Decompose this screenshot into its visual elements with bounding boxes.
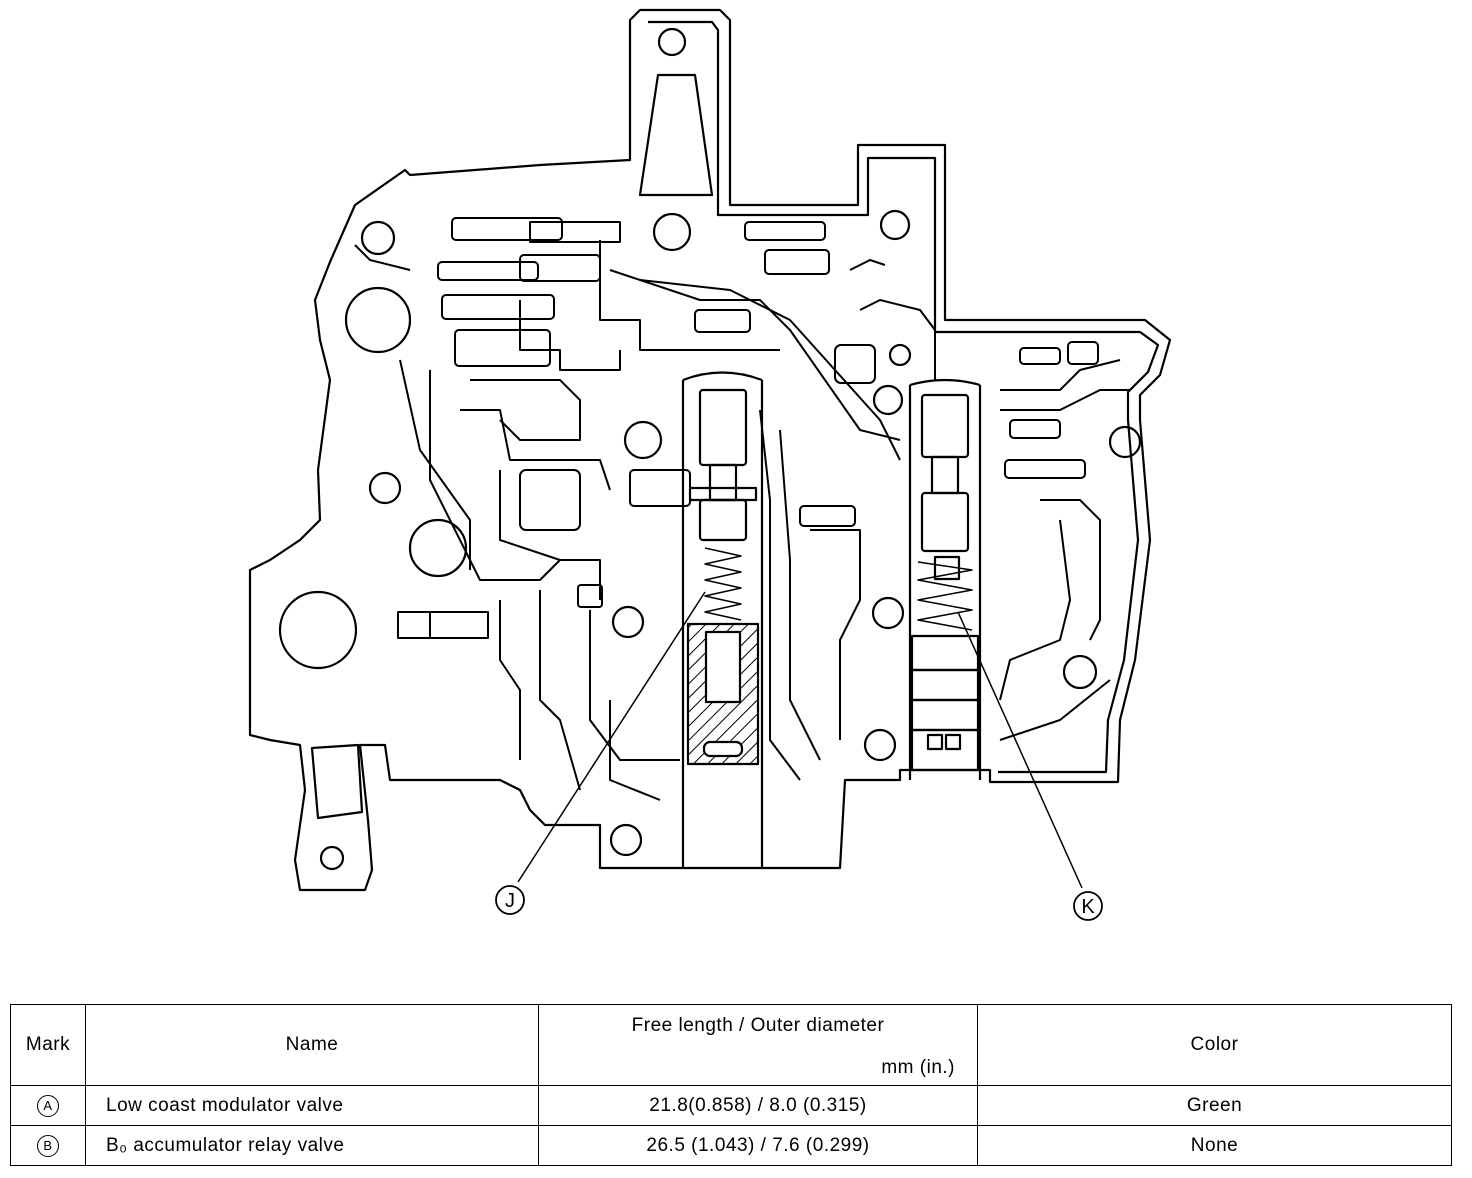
callout-k-label: K (1081, 896, 1095, 918)
row-name: Low coast modulator valve (85, 1085, 539, 1126)
row-color: Green (977, 1085, 1452, 1126)
callout-j-label: J (505, 890, 515, 912)
callout-j-leader (517, 591, 706, 883)
header-free-length: Free length / Outer diameter mm (in.) (538, 1004, 978, 1086)
valve-k-bore (908, 378, 982, 780)
mark-symbol: B (37, 1135, 59, 1157)
row-free-length: 26.5 (1.043) / 7.6 (0.299) (538, 1125, 978, 1166)
mark-symbol: A (37, 1095, 59, 1117)
table-header-row: Mark Name Free length / Outer diameter m… (10, 1004, 1452, 1086)
callout-k: K (1073, 891, 1103, 921)
top-arm-slot (638, 73, 714, 197)
table-row: B B₀ accumulator relay valve 26.5 (1.043… (10, 1125, 1452, 1166)
valve-body-diagram: J K (248, 8, 1172, 921)
row-name: B₀ accumulator relay valve (85, 1125, 539, 1166)
valve-body-inner-outline (648, 20, 1160, 774)
row-mark: B (10, 1125, 86, 1166)
bolt-holes (278, 27, 1142, 871)
callout-k-leader (957, 611, 1083, 889)
row-color: None (977, 1125, 1452, 1166)
callout-j: J (495, 885, 525, 915)
header-free-length-unit: mm (in.) (881, 1057, 955, 1078)
row-mark: A (10, 1085, 86, 1126)
table-row: A Low coast modulator valve 21.8(0.858) … (10, 1085, 1452, 1126)
header-color: Color (977, 1004, 1452, 1086)
fluid-passages (354, 217, 1130, 801)
valve-body-outline (248, 8, 1172, 892)
header-name: Name (85, 1004, 539, 1086)
spring-k (917, 561, 973, 631)
header-free-length-line1: Free length / Outer diameter (631, 1015, 885, 1036)
bottom-arm-slot (310, 743, 364, 820)
header-mark: Mark (10, 1004, 86, 1086)
row-free-length: 21.8(0.858) / 8.0 (0.315) (538, 1085, 978, 1126)
spring-j (704, 547, 742, 621)
spring-spec-table: Mark Name Free length / Outer diameter m… (10, 1004, 1452, 1166)
valve-j-bore (681, 371, 764, 868)
